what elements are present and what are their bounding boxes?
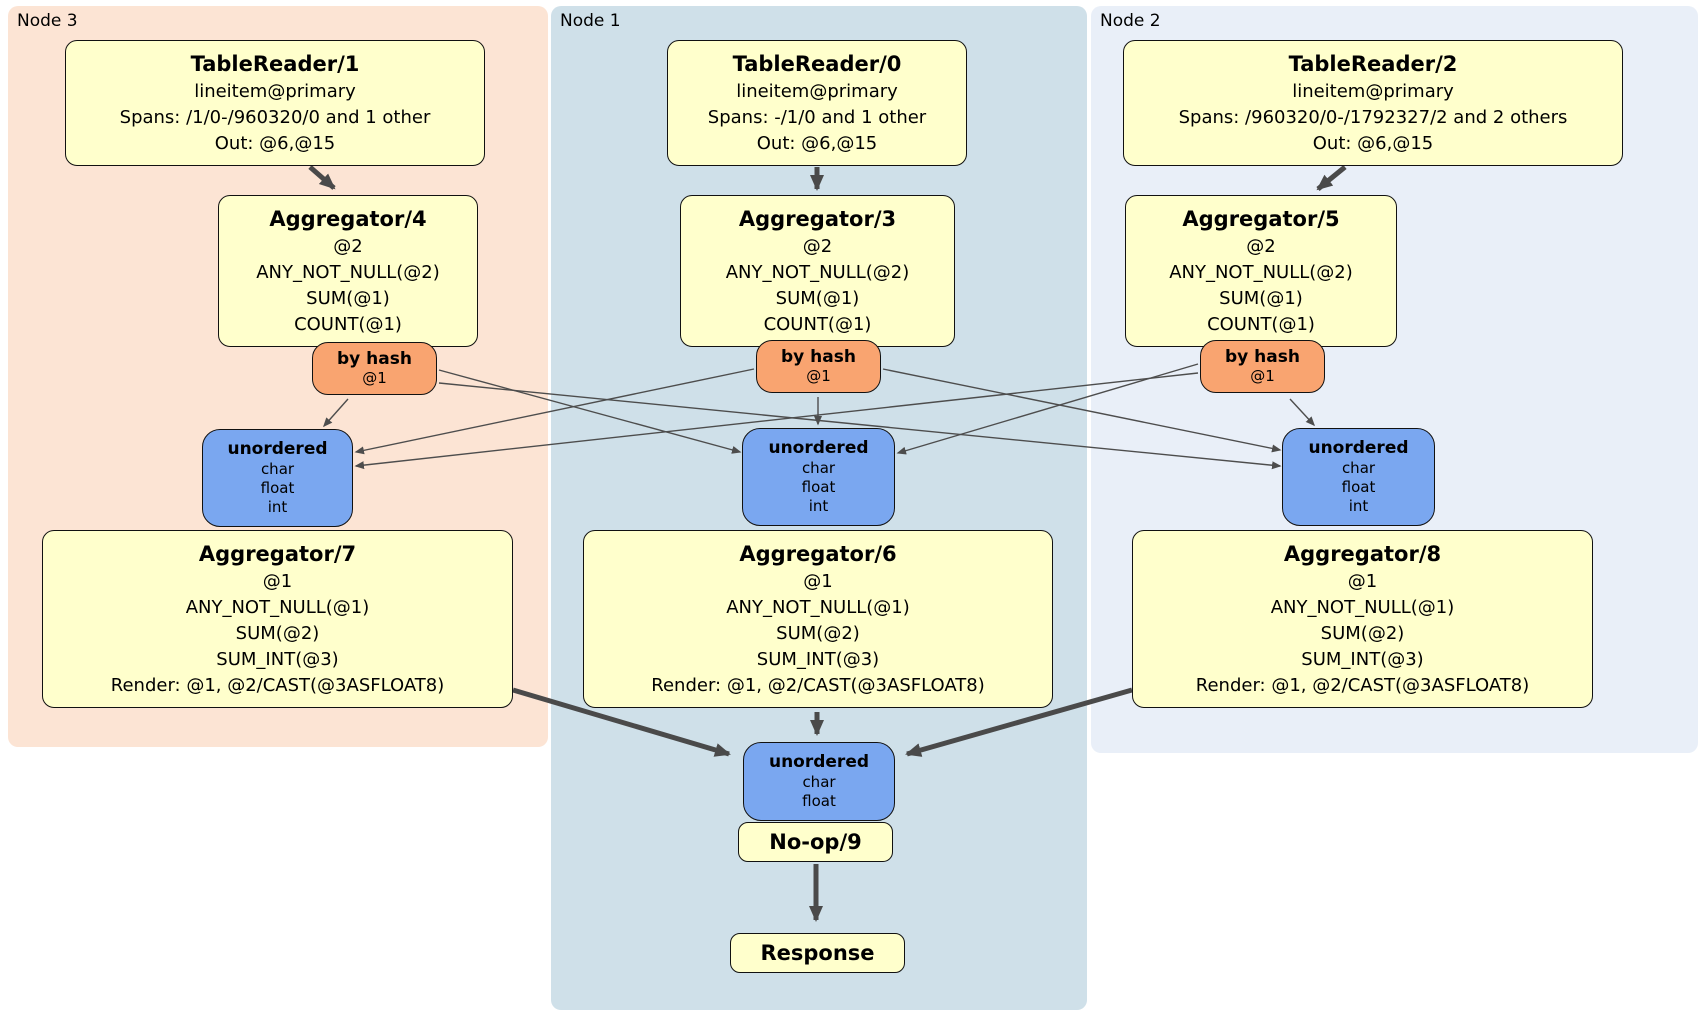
by-hash-router-node2-title: by hash (1225, 347, 1300, 367)
unordered-sync-node3: unordered char float int (202, 429, 353, 527)
unordered-sync-node3-col1: char (260, 460, 295, 478)
aggregator-8-group: @1 (1347, 571, 1378, 592)
aggregator-7-fn1: ANY_NOT_NULL(@1) (185, 597, 370, 618)
aggregator-7-fn3: SUM_INT(@3) (216, 649, 339, 670)
aggregator-6-box: Aggregator/6 @1 ANY_NOT_NULL(@1) SUM(@2)… (583, 530, 1053, 708)
by-hash-router-node3-key: @1 (362, 369, 387, 387)
aggregator-6-fn2: SUM(@2) (776, 623, 860, 644)
by-hash-router-node1-key: @1 (806, 367, 831, 385)
aggregator-8-title: Aggregator/8 (1283, 542, 1442, 566)
aggregator-3-fn3: COUNT(@1) (763, 314, 872, 335)
aggregator-8-render: Render: @1, @2/CAST(@3ASFLOAT8) (1195, 675, 1530, 696)
tablereader-0-title: TableReader/0 (732, 52, 902, 76)
final-unordered-sync: unordered char float (743, 742, 895, 821)
unordered-sync-node2-col1: char (1341, 459, 1376, 477)
node3-label: Node 3 (17, 11, 78, 31)
aggregator-4-title: Aggregator/4 (269, 207, 427, 231)
hash-routing-edges (323, 363, 1316, 470)
unordered-sync-node1-title: unordered (768, 438, 869, 458)
tablereader-1-spans: Spans: /1/0-/960320/0 and 1 other (119, 107, 431, 128)
response-box: Response (730, 933, 905, 973)
aggregator-8-fn1: ANY_NOT_NULL(@1) (1270, 597, 1455, 618)
by-hash-router-node1: by hash @1 (756, 340, 881, 393)
aggregator-5-fn2: SUM(@1) (1219, 288, 1303, 309)
aggregator-7-box: Aggregator/7 @1 ANY_NOT_NULL(@1) SUM(@2)… (42, 530, 513, 708)
aggregator-8-box: Aggregator/8 @1 ANY_NOT_NULL(@1) SUM(@2)… (1132, 530, 1593, 708)
aggregator-4-fn1: ANY_NOT_NULL(@2) (256, 262, 440, 283)
tablereader-2-title: TableReader/2 (1288, 52, 1458, 76)
tablereader-0-box: TableReader/0 lineitem@primary Spans: -/… (667, 40, 967, 166)
final-unordered-sync-title: unordered (768, 752, 870, 772)
final-unordered-sync-col2: float (802, 792, 836, 810)
aggregator-5-fn3: COUNT(@1) (1207, 314, 1315, 335)
node2-label: Node 2 (1100, 11, 1161, 31)
by-hash-router-node2: by hash @1 (1200, 340, 1325, 393)
tablereader-0-out: Out: @6,@15 (756, 133, 878, 154)
unordered-sync-node1-col2: float (801, 478, 836, 496)
aggregator-3-title: Aggregator/3 (738, 207, 897, 231)
unordered-sync-node2-col3: int (1348, 497, 1369, 515)
aggregator-3-fn2: SUM(@1) (775, 288, 860, 309)
aggregator-6-fn3: SUM_INT(@3) (756, 649, 880, 670)
aggregator-8-fn2: SUM(@2) (1320, 623, 1405, 644)
tablereader-0-spans: Spans: -/1/0 and 1 other (707, 107, 927, 128)
aggregator-6-fn1: ANY_NOT_NULL(@1) (726, 597, 910, 618)
aggregator-4-fn2: SUM(@1) (306, 288, 390, 309)
aggregator-5-title: Aggregator/5 (1182, 207, 1340, 231)
by-hash-router-node3-title: by hash (337, 349, 412, 369)
aggregator-7-title: Aggregator/7 (198, 542, 357, 566)
tablereader-2-out: Out: @6,@15 (1312, 133, 1434, 154)
tablereader-1-title: TableReader/1 (190, 52, 360, 76)
by-hash-router-node2-key: @1 (1250, 367, 1275, 385)
aggregator-4-box: Aggregator/4 @2 ANY_NOT_NULL(@2) SUM(@1)… (218, 195, 478, 347)
aggregator-3-fn1: ANY_NOT_NULL(@2) (725, 262, 910, 283)
aggregator-7-fn2: SUM(@2) (235, 623, 320, 644)
aggregator-6-group: @1 (803, 571, 833, 592)
unordered-sync-node2: unordered char float int (1282, 428, 1435, 526)
unordered-sync-node2-title: unordered (1308, 438, 1409, 458)
aggregator-5-fn1: ANY_NOT_NULL(@2) (1169, 262, 1353, 283)
tablereader-1-index: lineitem@primary (194, 81, 356, 102)
tablereader-0-index: lineitem@primary (736, 81, 898, 102)
tablereader-2-spans: Spans: /960320/0-/1792327/2 and 2 others (1178, 107, 1568, 128)
aggregator-7-render: Render: @1, @2/CAST(@3ASFLOAT8) (110, 675, 445, 696)
aggregator-5-box: Aggregator/5 @2 ANY_NOT_NULL(@2) SUM(@1)… (1125, 195, 1397, 347)
unordered-sync-node1-col3: int (808, 497, 829, 515)
aggregator-8-fn3: SUM_INT(@3) (1301, 649, 1424, 670)
unordered-sync-node1-col1: char (801, 459, 836, 477)
flow-arrows (308, 165, 1347, 922)
tablereader-1-out: Out: @6,@15 (214, 133, 336, 154)
unordered-sync-node3-title: unordered (227, 439, 328, 459)
unordered-sync-node2-col2: float (1341, 478, 1376, 496)
aggregator-3-box: Aggregator/3 @2 ANY_NOT_NULL(@2) SUM(@1)… (680, 195, 955, 347)
response-title: Response (760, 941, 875, 965)
tablereader-2-box: TableReader/2 lineitem@primary Spans: /9… (1123, 40, 1623, 166)
unordered-sync-node1: unordered char float int (742, 428, 895, 526)
tablereader-1-box: TableReader/1 lineitem@primary Spans: /1… (65, 40, 485, 166)
noop-box: No-op/9 (738, 822, 893, 862)
final-unordered-sync-col1: char (802, 773, 836, 791)
by-hash-router-node3: by hash @1 (312, 342, 437, 395)
aggregator-6-render: Render: @1, @2/CAST(@3ASFLOAT8) (651, 675, 985, 696)
aggregator-4-fn3: COUNT(@1) (294, 314, 402, 335)
noop-title: No-op/9 (769, 830, 862, 854)
node1-label: Node 1 (560, 11, 621, 31)
by-hash-router-node1-title: by hash (781, 347, 856, 367)
aggregator-5-group: @2 (1246, 236, 1276, 257)
aggregator-6-title: Aggregator/6 (739, 542, 897, 566)
unordered-sync-node3-col2: float (260, 479, 295, 497)
tablereader-2-index: lineitem@primary (1292, 81, 1454, 102)
aggregator-7-group: @1 (262, 571, 293, 592)
aggregator-4-group: @2 (333, 236, 363, 257)
unordered-sync-node3-col3: int (267, 498, 288, 516)
aggregator-3-group: @2 (802, 236, 833, 257)
